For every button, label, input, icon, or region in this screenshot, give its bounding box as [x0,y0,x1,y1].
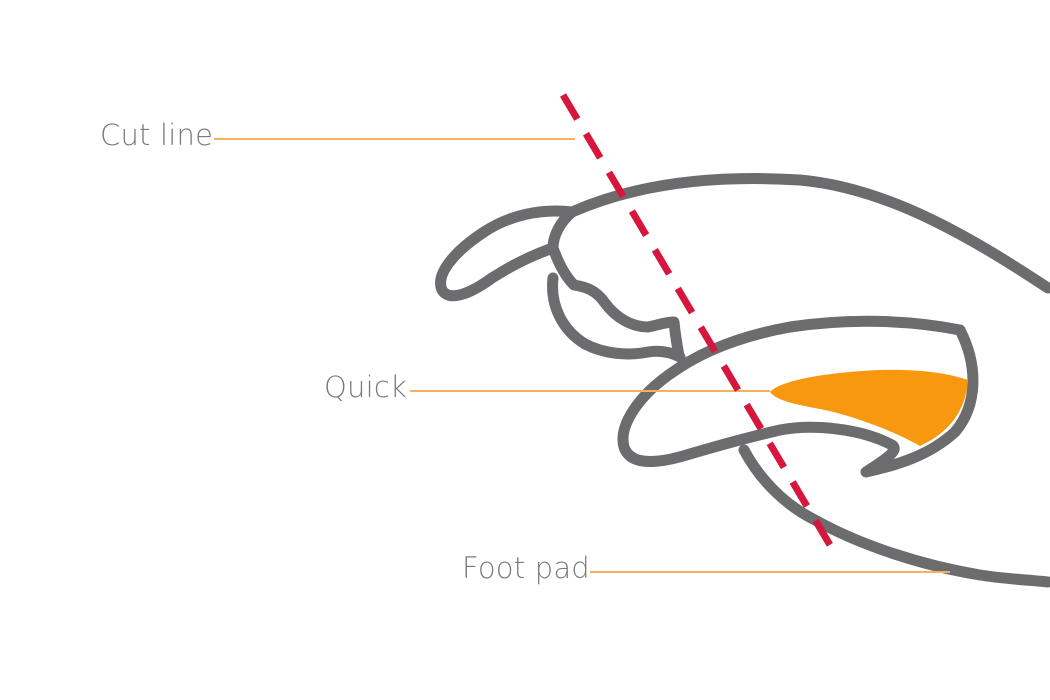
leader-lines [214,138,950,573]
quick-label: Quick [324,370,407,404]
cut-line-label: Cut line [100,118,213,152]
toe-top-edge [566,173,1050,294]
quick [770,369,968,446]
dew-claw [435,205,578,302]
foot-pad [738,444,1050,588]
foot-pad-label: Foot pad [462,551,590,585]
toe-lower-curve [547,272,686,363]
cut-line-dashed [559,93,834,547]
main-claw [617,315,979,478]
paw-outline [435,173,1050,588]
toe-front-face [547,206,685,362]
